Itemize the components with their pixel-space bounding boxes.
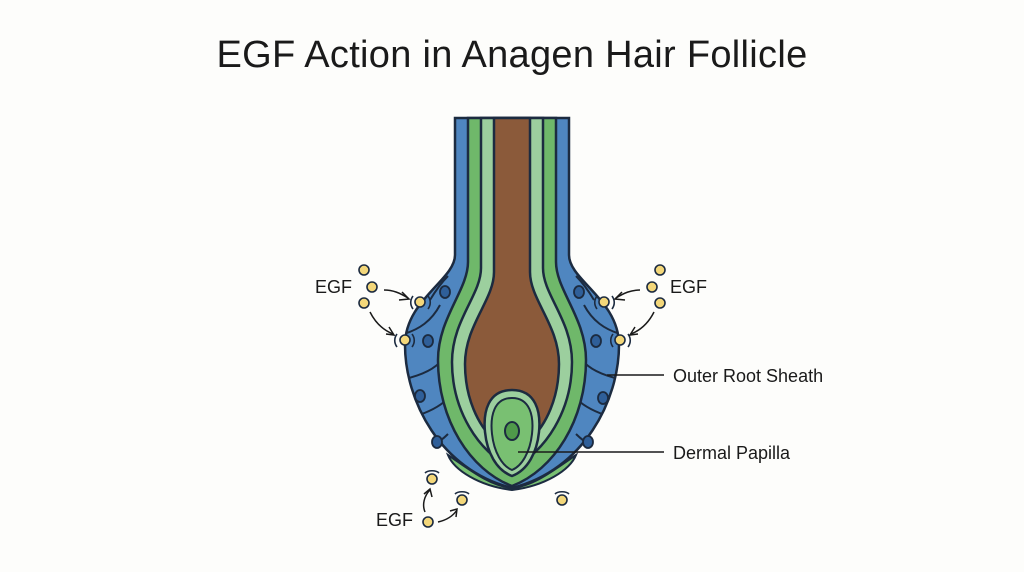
- arrow-bottom-upper-head: [423, 487, 433, 498]
- arrow-left-upper-head: [398, 291, 411, 301]
- egf-arrows: [369, 289, 655, 523]
- egf-particle: [646, 281, 658, 293]
- receptor: [411, 333, 416, 348]
- outer-root-sheath-label: Outer Root Sheath: [673, 366, 823, 386]
- receptor: [554, 490, 570, 495]
- receptor: [409, 295, 414, 310]
- receptor: [393, 333, 398, 348]
- receptor: [424, 469, 440, 474]
- arrow-bottom-right: [437, 509, 458, 523]
- egf-particle: [422, 516, 434, 528]
- egf-receptors: [393, 295, 632, 495]
- cell-nuclei: [414, 285, 609, 449]
- receptor: [454, 490, 470, 495]
- egf-particle: [654, 297, 666, 309]
- bulb-matrix-cells: [445, 452, 579, 492]
- arrow-right-lower: [630, 311, 655, 335]
- egf-particles: [358, 264, 666, 528]
- arrow-right-lower-head: [628, 326, 639, 336]
- egf-particle: [414, 296, 426, 308]
- arrow-left-lower-head: [385, 326, 396, 336]
- egf-particle: [456, 494, 468, 506]
- egf-particle: [598, 296, 610, 308]
- egf-particle: [556, 494, 568, 506]
- egf-particle: [366, 281, 378, 293]
- egf-label-right: EGF: [670, 277, 707, 297]
- dermal-papilla-label: Dermal Papilla: [673, 443, 791, 463]
- egf-particle: [654, 264, 666, 276]
- outer-root-sheath-cells: [405, 275, 619, 456]
- egf-particle: [358, 264, 370, 276]
- egf-particle: [426, 473, 438, 485]
- receptor: [427, 295, 432, 310]
- arrow-bottom-upper: [422, 489, 431, 513]
- diagram-title: EGF Action in Anagen Hair Follicle: [216, 34, 808, 76]
- egf-particle: [399, 334, 411, 346]
- arrow-bottom-right-head: [449, 507, 458, 518]
- receptor: [593, 295, 598, 310]
- receptor: [609, 333, 614, 348]
- arrow-left-lower: [369, 311, 394, 335]
- egf-label-left: EGF: [315, 277, 352, 297]
- receptor: [611, 295, 616, 310]
- arrow-right-upper-head: [613, 291, 626, 301]
- egf-label-bottom: EGF: [376, 510, 413, 530]
- egf-particle: [614, 334, 626, 346]
- dermal-papilla-nucleus: [504, 421, 520, 441]
- receptor: [627, 333, 632, 348]
- egf-particle: [358, 297, 370, 309]
